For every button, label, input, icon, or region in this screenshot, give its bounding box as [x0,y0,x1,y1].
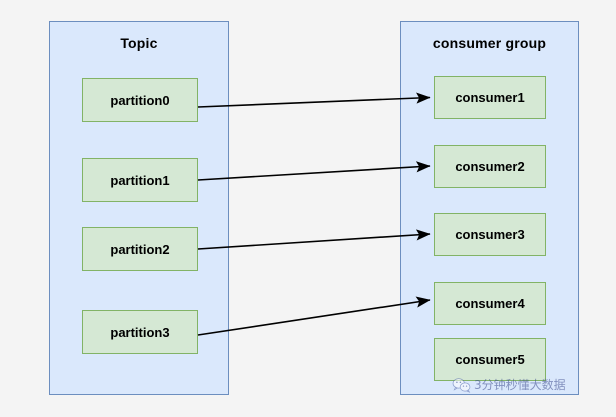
edge-partition1-consumer2 [197,161,431,181]
consumer-group-panel-title: consumer group [432,35,547,51]
partition-node-2-label: partition2 [110,241,170,257]
partition-node-3-label: partition3 [110,324,170,340]
partition-node-1-label: partition1 [110,172,170,188]
edge-partition3-consumer4 [197,296,431,336]
consumer-node-3-label: consumer3 [455,227,525,242]
watermark-text: 3分钟秒懂大数据 [474,378,566,392]
wechat-icon [452,377,471,393]
consumer-node-2[interactable]: consumer2 [434,145,546,188]
partition-node-0[interactable]: partition0 [82,78,198,122]
partition-node-1[interactable]: partition1 [82,158,198,202]
edge-partition0-consumer1 [197,92,431,108]
partition-node-2[interactable]: partition2 [82,227,198,271]
consumer-node-4-label: consumer4 [455,296,525,311]
partition-node-3[interactable]: partition3 [82,310,198,354]
consumer-node-5[interactable]: consumer5 [434,338,546,381]
watermark: 3分钟秒懂大数据 [452,376,566,393]
topic-panel-title: Topic [120,35,158,51]
consumer-node-5-label: consumer5 [455,352,525,367]
consumer-node-3[interactable]: consumer3 [434,213,546,256]
consumer-node-4[interactable]: consumer4 [434,282,546,325]
consumer-node-1[interactable]: consumer1 [434,76,546,119]
consumer-node-2-label: consumer2 [455,159,525,174]
partition-node-0-label: partition0 [110,92,170,108]
consumer-node-1-label: consumer1 [455,90,525,105]
edge-partition2-consumer3 [197,229,431,250]
